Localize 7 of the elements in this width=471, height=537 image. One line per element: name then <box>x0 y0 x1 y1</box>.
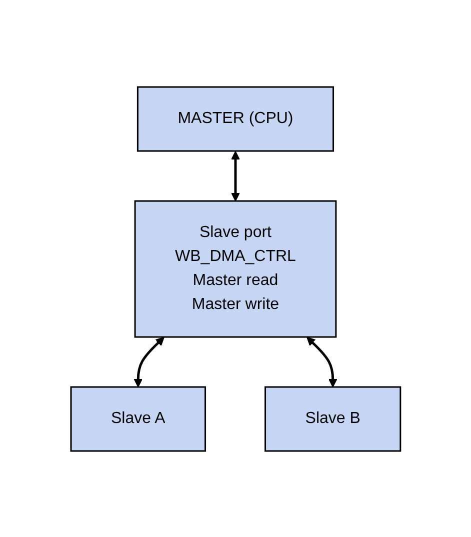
arrow <box>134 336 164 387</box>
node-box: Slave B <box>264 386 401 452</box>
node-box: Slave port WB_DMA_CTRL Master read Master write <box>134 200 336 338</box>
arrow <box>230 150 240 201</box>
arrow <box>306 336 338 387</box>
node-box: MASTER (CPU) <box>136 86 334 152</box>
node-box: Slave A <box>70 386 206 452</box>
